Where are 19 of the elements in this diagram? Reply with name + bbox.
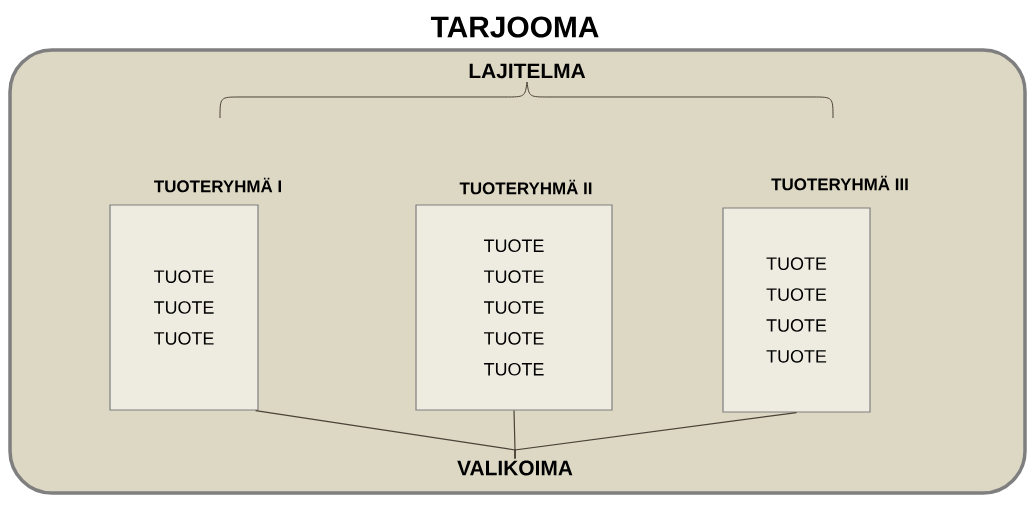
- node-label: TUOTE: [766, 349, 827, 363]
- node-label: TUOTE: [484, 270, 544, 283]
- product-box: TUOTE TUOTE TUOTE TUOTE TUOTE: [415, 204, 613, 411]
- title: TARJOOMA: [430, 16, 599, 38]
- group-heading: TUOTERYHMÄ I: [154, 177, 281, 193]
- node-label: TUOTE: [484, 332, 544, 345]
- product-box: TUOTE TUOTE TUOTE: [109, 204, 259, 411]
- node-label: TUOTE: [484, 239, 544, 253]
- product-box: TUOTE TUOTE TUOTE TUOTE: [722, 207, 871, 413]
- node-label: TUOTE: [484, 301, 544, 314]
- node-label: TUOTE: [766, 319, 827, 332]
- node-label: TUOTE: [766, 288, 827, 301]
- group-heading: TUOTERYHMÄ III: [771, 175, 908, 191]
- bracket-label: LAJITELMA: [469, 63, 586, 79]
- connector-line: [514, 412, 798, 459]
- group-heading: TUOTERYHMÄ II: [459, 179, 592, 195]
- bottom-label: VALIKOIMA: [457, 460, 573, 476]
- node-label: TUOTE: [484, 362, 544, 376]
- node-label: TUOTE: [766, 257, 827, 271]
